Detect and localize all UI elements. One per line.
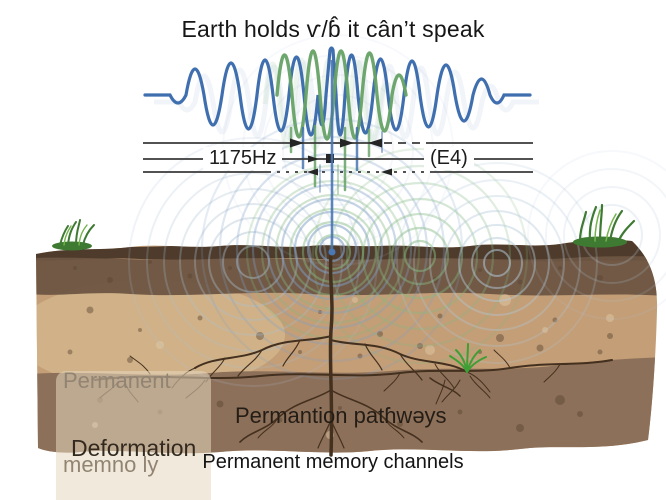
arrow-left-icon bbox=[368, 138, 382, 148]
grass-tuft-left bbox=[52, 219, 95, 251]
impact-point-dot bbox=[328, 248, 336, 256]
ripple-set-right-green bbox=[311, 147, 529, 365]
center-marker-square bbox=[326, 154, 334, 163]
diagram-title: Earth holds ѵ/ɓ̂ it cân’t speak bbox=[181, 16, 485, 42]
frequency-label: 1175Hz bbox=[203, 147, 283, 170]
arrow-left-small-icon bbox=[381, 168, 392, 176]
measurement-arrowheads bbox=[290, 138, 392, 176]
permantion-pathways-label: Permantion patɦwəys bbox=[235, 403, 447, 428]
soil-specks-dark bbox=[67, 260, 613, 432]
bottom-caption: Permanent memory channels bbox=[202, 451, 464, 473]
ripple-set-left-blue bbox=[128, 137, 378, 387]
deformation-pathways-box: Deformation pathways bbox=[56, 371, 212, 500]
soil-light-patch bbox=[36, 280, 285, 390]
arrow-right-small-icon bbox=[308, 155, 319, 163]
center-drop-line bbox=[328, 60, 336, 256]
ripple-set-far-right-faint bbox=[527, 150, 666, 320]
arrow-left-small-icon bbox=[307, 168, 318, 176]
arrow-right-icon bbox=[290, 138, 304, 148]
note-label: (E4) bbox=[424, 147, 474, 170]
ripple-set-right-blue bbox=[396, 162, 598, 364]
grass-tuft-right bbox=[573, 203, 636, 248]
arrow-right-icon bbox=[340, 138, 354, 148]
soil-sprout bbox=[449, 343, 487, 373]
deformation-line1: Deformation bbox=[71, 435, 197, 461]
